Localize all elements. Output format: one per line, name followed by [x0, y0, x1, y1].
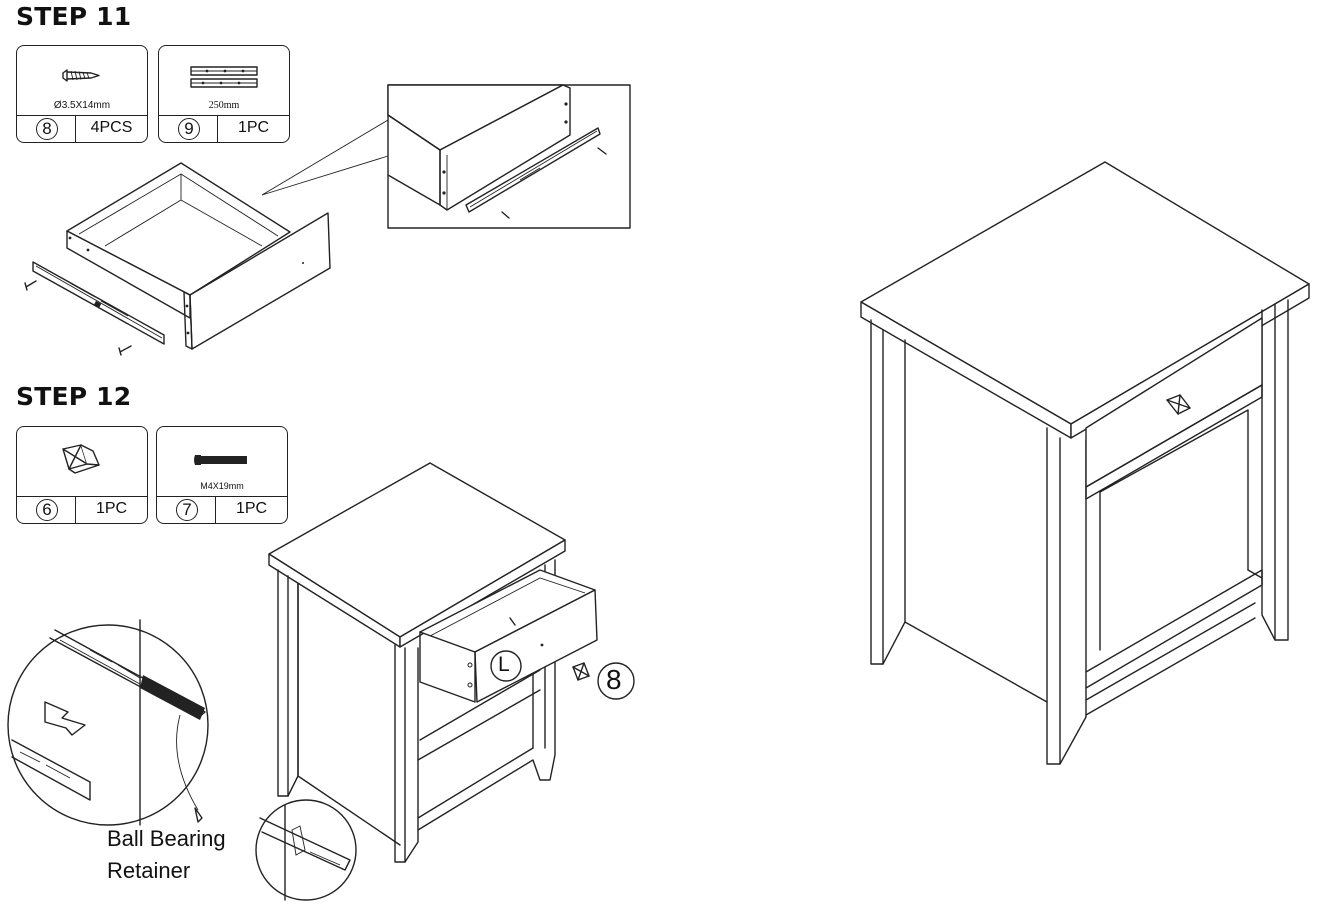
screw-icon [24, 280, 132, 356]
part-8-spec: Ø3.5X14mm [53, 100, 111, 111]
part-6-number: 6 [36, 499, 58, 521]
part-6-box: 6 1PC [16, 426, 148, 524]
nightstand-open-drawer [268, 462, 598, 863]
zoom-inset [387, 84, 631, 229]
part-8-quantity: 4PCS [90, 119, 133, 136]
ball-bearing-label-line1: Ball Bearing [107, 826, 226, 851]
drawer-side-label: L [498, 653, 510, 676]
bolt-icon [194, 455, 247, 465]
ball-bearing-label-line2: Retainer [107, 858, 191, 883]
slide-detail [255, 799, 357, 901]
part-6-quantity: 1PC [95, 500, 128, 517]
screw-icon [62, 69, 100, 82]
part-7-box: M4X19mm 7 1PC [156, 426, 288, 524]
part-9-box: 250mm 9 1PC [158, 45, 290, 143]
step-12-title: STEP 12 [16, 382, 132, 411]
drawer-slide-icon [190, 66, 258, 88]
drawer-box [66, 162, 331, 350]
part-8-box: Ø3.5X14mm 8 4PCS [16, 45, 148, 143]
drawer-slide [32, 261, 165, 345]
knob-part-number: 8 [606, 664, 622, 695]
part-9-quantity: 1PC [237, 119, 270, 136]
ball-bearing-detail [7, 619, 209, 826]
knob-part-marker [597, 662, 635, 700]
part-7-number: 7 [176, 499, 198, 521]
knob-icon [572, 662, 590, 681]
part-9-row: 9 1PC [159, 115, 289, 142]
part-9-number: 9 [178, 118, 200, 140]
part-6-row: 6 1PC [17, 496, 147, 523]
part-8-row: 8 4PCS [17, 115, 147, 142]
part-7-quantity: 1PC [235, 500, 268, 517]
part-7-row: 7 1PC [157, 496, 287, 523]
part-9-spec: 250mm [208, 100, 240, 111]
part-7-spec: M4X19mm [200, 481, 244, 491]
drawer-side-marker [490, 650, 522, 682]
knob-icon [62, 444, 100, 474]
step-11-title: STEP 11 [16, 2, 132, 31]
part-8-number: 8 [36, 118, 58, 140]
